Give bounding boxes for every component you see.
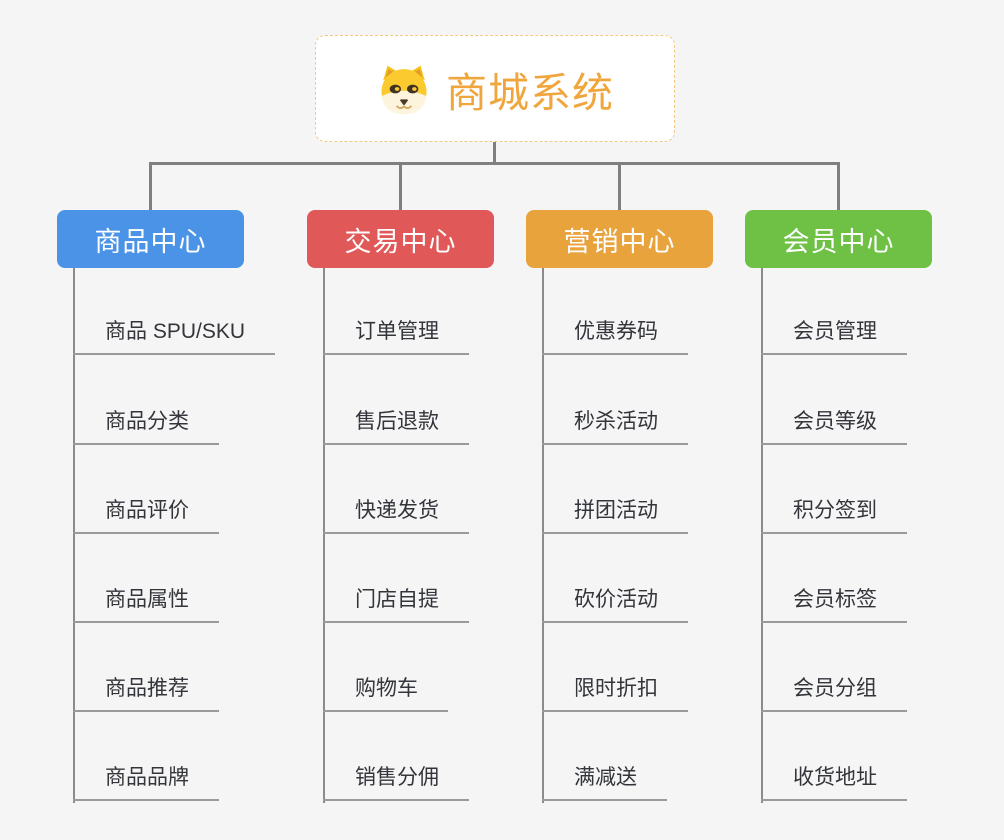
leaf-node[interactable]: 满减送	[542, 762, 667, 801]
branch-node-trade-center[interactable]: 交易中心	[307, 210, 494, 268]
branch-line-product	[73, 268, 75, 803]
leaf-node[interactable]: 销售分佣	[323, 762, 469, 801]
branch-marketing-center: 营销中心 优惠券码 秒杀活动 拼团活动 砍价活动 限时折扣 满减送	[526, 210, 786, 803]
branch-member-center: 会员中心 会员管理 会员等级 积分签到 会员标签 会员分组 收货地址	[745, 210, 1004, 803]
branch-node-marketing-center[interactable]: 营销中心	[526, 210, 713, 268]
leaf-node[interactable]: 会员管理	[761, 316, 907, 355]
connector-drop-member	[837, 162, 840, 210]
leaf-node[interactable]: 优惠券码	[542, 316, 688, 355]
root-node-mall-system[interactable]: 商城系统	[315, 35, 675, 142]
leaf-node[interactable]: 商品分类	[73, 406, 219, 445]
leaf-node[interactable]: 收货地址	[761, 762, 907, 801]
leaf-node[interactable]: 门店自提	[323, 584, 469, 623]
leaf-node[interactable]: 商品属性	[73, 584, 219, 623]
leaf-node[interactable]: 会员标签	[761, 584, 907, 623]
connector-drop-marketing	[618, 162, 621, 210]
connector-drop-product	[149, 162, 152, 210]
leaf-node[interactable]: 商品评价	[73, 495, 219, 534]
connector-drop-trade	[399, 162, 402, 210]
branch-line-trade	[323, 268, 325, 803]
branch-node-product-center[interactable]: 商品中心	[57, 210, 244, 268]
branch-product-center: 商品中心 商品 SPU/SKU 商品分类 商品评价 商品属性 商品推荐 商品品牌	[57, 210, 317, 803]
leaf-node[interactable]: 购物车	[323, 673, 448, 712]
leaf-node[interactable]: 商品 SPU/SKU	[73, 316, 276, 355]
branch-trade-center: 交易中心 订单管理 售后退款 快递发货 门店自提 购物车 销售分佣	[307, 210, 567, 803]
leaf-node[interactable]: 砍价活动	[542, 584, 688, 623]
branch-line-member	[761, 268, 763, 803]
branch-node-member-center[interactable]: 会员中心	[745, 210, 932, 268]
connector-root-stub	[493, 142, 496, 164]
leaf-node[interactable]: 售后退款	[323, 406, 469, 445]
leaf-node[interactable]: 秒杀活动	[542, 406, 688, 445]
leaf-node[interactable]: 快递发货	[323, 495, 469, 534]
leaf-node[interactable]: 会员分组	[761, 673, 907, 712]
dog-face-icon	[381, 65, 427, 114]
leaf-node[interactable]: 商品推荐	[73, 673, 219, 712]
branch-line-marketing	[542, 268, 544, 803]
leaf-node[interactable]: 商品品牌	[73, 762, 219, 801]
leaf-node[interactable]: 订单管理	[323, 316, 469, 355]
leaf-node[interactable]: 拼团活动	[542, 495, 688, 534]
connector-horizontal	[149, 162, 840, 165]
root-title: 商城系统	[446, 69, 614, 116]
leaf-node[interactable]: 会员等级	[761, 406, 907, 445]
leaf-node[interactable]: 限时折扣	[542, 673, 688, 712]
leaf-node[interactable]: 积分签到	[761, 495, 907, 534]
